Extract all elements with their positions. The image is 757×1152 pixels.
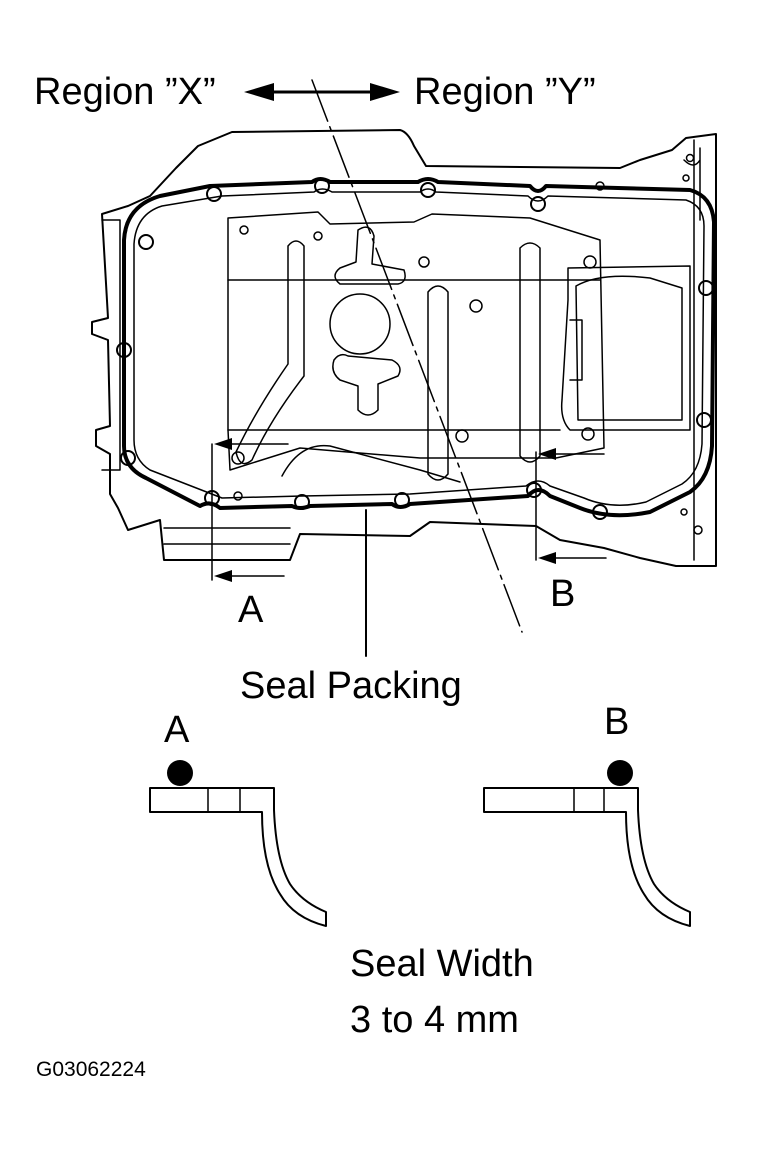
section-a-label: A <box>238 589 264 631</box>
detail-b-cross-section <box>483 760 691 927</box>
seal-packing-label: Seal Packing <box>240 665 462 707</box>
section-a-marker <box>211 438 289 582</box>
region-double-arrow <box>244 83 400 101</box>
detail-a-seal-bead <box>167 760 193 786</box>
figure-code: G03062224 <box>36 1058 146 1081</box>
region-y-label: Region ”Y” <box>414 71 596 113</box>
seal-width-value: 3 to 4 mm <box>350 999 519 1041</box>
pan-outer-outline <box>91 129 717 567</box>
detail-b-label: B <box>604 701 629 743</box>
section-b-marker <box>535 448 607 564</box>
seal-packing-bead <box>122 177 716 518</box>
region-divider-line <box>311 79 523 633</box>
seal-width-label: Seal Width <box>350 943 534 985</box>
oil-pan-drawing <box>91 129 717 567</box>
detail-b-seal-bead <box>607 760 633 786</box>
detail-a-label: A <box>164 709 190 751</box>
section-b-label: B <box>550 573 575 615</box>
region-x-label: Region ”X” <box>34 71 216 113</box>
detail-a-cross-section <box>149 760 327 927</box>
